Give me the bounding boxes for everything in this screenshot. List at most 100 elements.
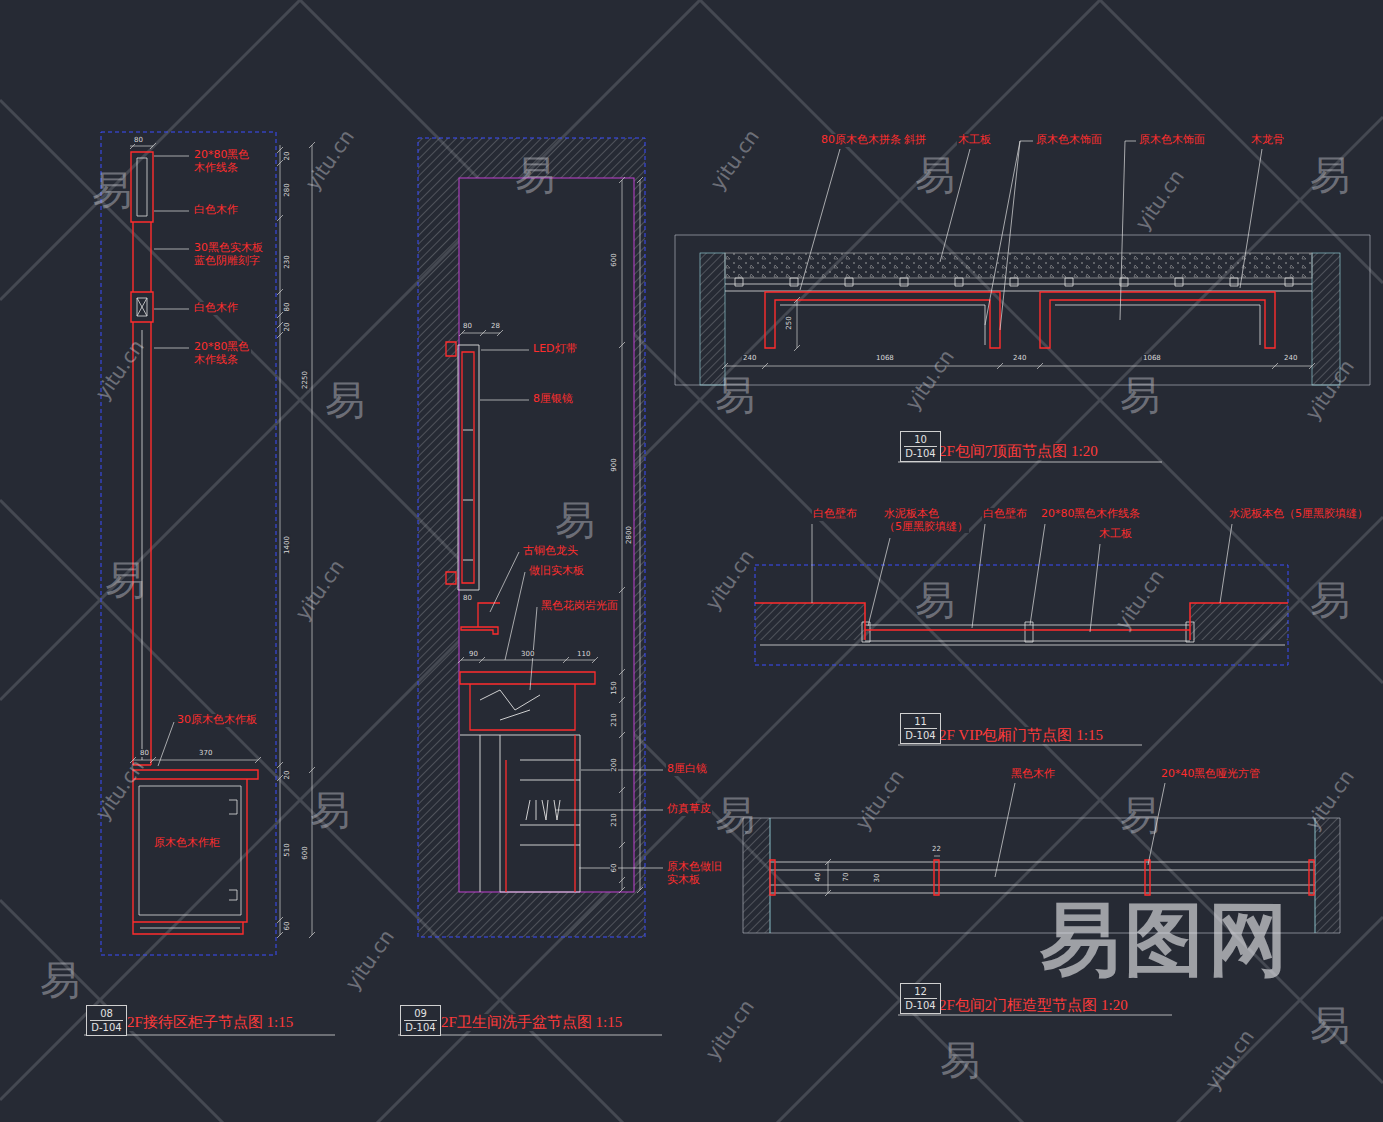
dimension-text: 80 <box>139 749 150 757</box>
watermark: 易 <box>555 497 595 543</box>
leader-lines <box>812 524 1232 632</box>
callout-text: 木工板 <box>1098 528 1133 541</box>
watermark: 易 <box>105 557 145 603</box>
callout-text: 木工板 <box>957 134 992 147</box>
dimension-text: 230 <box>283 254 291 269</box>
dimension-text: 70 <box>842 872 850 883</box>
dimension-text: 2250 <box>301 370 309 390</box>
dimension-text: 40 <box>814 872 822 883</box>
detail-marker: 12D-104 <box>900 983 941 1014</box>
dimension-text: 280 <box>283 182 291 197</box>
watermark: 易 <box>515 152 555 198</box>
dimension-text: 60 <box>283 921 291 932</box>
callout-text: 古铜色龙头 <box>522 545 579 558</box>
callout-text: 白色壁布 <box>982 508 1028 521</box>
dimension-text: 30 <box>873 873 881 884</box>
callout-text: 原木色木饰面 <box>1138 134 1206 147</box>
watermark: yitu.cn <box>1201 1026 1259 1095</box>
watermark: 易 <box>1310 577 1350 623</box>
dimension-text: 80 <box>462 322 473 330</box>
wall-opening <box>459 178 634 892</box>
watermark: yitu.cn <box>701 996 759 1065</box>
callout-text: 水泥板本色 （5厘黑胶填缝） <box>883 508 969 533</box>
watermark-logo: 易图网 <box>1040 900 1292 980</box>
dimension-text: 80 <box>283 302 291 313</box>
basin-section <box>446 342 595 892</box>
watermark: yitu.cn <box>91 756 149 825</box>
watermark: 易 <box>1120 792 1160 838</box>
timber-joists <box>725 278 1312 345</box>
dimension-text: 200 <box>610 757 618 772</box>
watermark: 易 <box>715 372 755 418</box>
detail-marker: 08D-104 <box>86 1005 127 1036</box>
door-section <box>760 622 1285 645</box>
watermark: 易 <box>915 152 955 198</box>
callout-text: 8厘白镜 <box>666 763 708 776</box>
dimension-text: 20 <box>283 770 291 781</box>
dimension-text: 150 <box>610 680 618 695</box>
view-boundary <box>755 565 1288 665</box>
callout-text: 8厘银镜 <box>532 393 574 406</box>
watermark: 易 <box>40 957 80 1003</box>
callout-text: 80原木色木拼条 斜拼 <box>820 134 928 147</box>
detail-title: 2F包间7顶面节点图 1:20 <box>938 443 1099 460</box>
dimension-text: 20 <box>283 151 291 162</box>
watermark: 易 <box>325 377 365 423</box>
callout-text: 20*80黑色 木作线条 <box>193 149 251 174</box>
watermark: yitu.cn <box>701 546 759 615</box>
dimension-text: 370 <box>198 749 213 757</box>
dimension-text: 300 <box>520 650 535 658</box>
dimension-text: 210 <box>610 812 618 827</box>
dimension-text: 80 <box>133 136 144 144</box>
detail-marker: 11D-104 <box>900 713 941 744</box>
view-frame <box>675 235 1370 385</box>
watermark: 易 <box>310 787 350 833</box>
watermark: 易 <box>940 1037 980 1083</box>
detail-number: 09 <box>404 1007 437 1020</box>
leader-lines <box>995 783 1165 877</box>
callout-text: 30黑色实木板 蓝色阴雕刻字 <box>193 242 264 267</box>
wall-hatch <box>700 253 725 385</box>
callout-text: LED灯带 <box>532 343 578 356</box>
callout-text: 水泥板本色（5厘黑胶填缝） <box>1228 508 1369 521</box>
dimension-lines <box>130 142 315 938</box>
callout-text: 白色壁布 <box>812 508 858 521</box>
detail-marker: 09D-104 <box>400 1005 441 1036</box>
dimension-text: 250 <box>785 315 793 330</box>
dimension-text: 1068 <box>1142 354 1162 362</box>
wall-hatch <box>1190 603 1288 640</box>
watermark: 易 <box>1120 372 1160 418</box>
callout-text: 做旧实木板 <box>528 565 585 578</box>
dimension-text: 80 <box>462 594 473 602</box>
watermark: 易 <box>1310 1002 1350 1048</box>
callout-text: 仿真草皮 <box>666 803 712 816</box>
watermark: yitu.cn <box>1111 566 1169 635</box>
leader-lines <box>480 350 663 868</box>
dimension-text: 900 <box>610 457 618 472</box>
dimension-text: 2800 <box>625 525 633 545</box>
dimension-lines <box>458 177 643 893</box>
callout-text: 原木色木作柜 <box>153 837 221 850</box>
dimension-text: 110 <box>576 650 591 658</box>
concrete-slab <box>725 253 1312 278</box>
square-tubes <box>770 862 1315 893</box>
cabinet-detail <box>137 158 241 928</box>
callout-text: 木龙骨 <box>1250 134 1285 147</box>
wall-finish <box>755 603 1288 640</box>
watermark: yitu.cn <box>901 346 959 415</box>
callout-text: 20*40黑色哑光方管 <box>1160 768 1262 781</box>
detail-number: 08 <box>90 1007 123 1020</box>
wall-hatch <box>755 603 865 640</box>
dimension-text: 20 <box>283 322 291 333</box>
callout-text: 白色木作 <box>193 204 239 217</box>
watermark: yitu.cn <box>851 766 909 835</box>
sheet-reference: D-104 <box>90 1020 123 1034</box>
watermark: 易 <box>715 792 755 838</box>
sheet-reference: D-104 <box>904 446 937 460</box>
dimension-text: 240 <box>1012 354 1027 362</box>
wall-hatch <box>1315 818 1340 933</box>
watermark: 易 <box>915 577 955 623</box>
dimension-text: 240 <box>1283 354 1298 362</box>
wall-section <box>418 138 645 937</box>
